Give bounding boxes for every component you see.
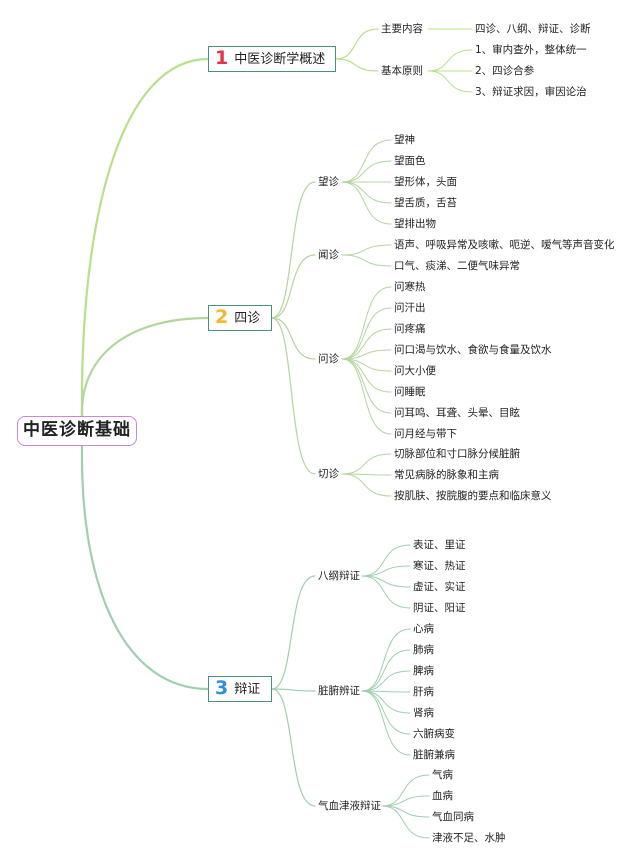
leaf-item[interactable]: 望排出物 [394, 218, 436, 230]
branch-label: 四诊 [234, 311, 261, 326]
connector [381, 805, 430, 818]
topic-qi-blood-fluid[interactable]: 气血津液辩证 [318, 800, 381, 812]
topic-palpation[interactable]: 切诊 [318, 468, 339, 480]
connector [341, 328, 392, 360]
connector [361, 628, 411, 692]
leaf-item[interactable]: 问月经与带下 [394, 428, 457, 440]
leaf-item[interactable]: 问疼痛 [394, 323, 426, 335]
leaf-item[interactable]: 切脉部位和寸口脉分候脏腑 [394, 448, 520, 460]
leaf-item[interactable]: 心病 [413, 623, 434, 635]
connector [361, 670, 411, 692]
connector [271, 688, 316, 692]
connector [341, 349, 392, 360]
topic-zang-fu[interactable]: 脏腑辨证 [318, 685, 360, 697]
leaf-item[interactable]: 肝病 [413, 686, 434, 698]
connector [271, 688, 316, 807]
connector [335, 28, 379, 60]
leaf-item[interactable]: 血病 [432, 790, 453, 802]
connector [341, 307, 392, 360]
leaf-item[interactable]: 肾病 [413, 707, 434, 719]
connector [361, 649, 411, 692]
leaf-item[interactable]: 1、审内查外，整体统一 [475, 44, 587, 56]
topic-inquiry[interactable]: 问诊 [318, 353, 339, 365]
leaf-item[interactable]: 问睡眠 [394, 386, 426, 398]
connector [381, 805, 430, 839]
connector [271, 317, 316, 360]
branch-overview[interactable]: 1 中医诊断学概述 [208, 46, 336, 72]
leaf-item[interactable]: 虚证、实证 [413, 581, 466, 593]
leaf-item[interactable]: 脏腑兼病 [413, 749, 455, 761]
connector [341, 453, 392, 475]
topic-main-content[interactable]: 主要内容 [381, 23, 423, 35]
leaf-item[interactable]: 脾病 [413, 665, 434, 677]
connector [341, 358, 392, 435]
leaf-item[interactable]: 表证、里证 [413, 539, 466, 551]
leaf-item[interactable]: 望舌质，舌苔 [394, 197, 457, 209]
topic-listening-smelling[interactable]: 闻诊 [318, 249, 339, 261]
leaf-item[interactable]: 按肌肤、按脘腹的要点和临床意义 [394, 490, 552, 502]
leaf-item[interactable]: 津液不足、水肿 [432, 832, 506, 844]
connector [341, 160, 392, 183]
leaf-item[interactable]: 口气、痰涕、二便气味异常 [394, 260, 520, 272]
topic-eight-principles[interactable]: 八纲辩证 [318, 570, 360, 582]
branch-number: 1 [215, 47, 229, 69]
leaf-item[interactable]: 肺病 [413, 644, 434, 656]
topic-basic-principles[interactable]: 基本原则 [381, 65, 423, 77]
branch-four-diagnoses[interactable]: 2 四诊 [208, 305, 272, 331]
connector [341, 139, 392, 183]
connector [381, 774, 430, 807]
connector [341, 358, 392, 414]
connector [361, 690, 411, 756]
connector [341, 473, 392, 497]
connector [361, 690, 411, 714]
connector [341, 254, 392, 267]
branch-syndrome-differentiation[interactable]: 3 辩证 [208, 676, 272, 702]
connector [341, 181, 392, 225]
connector [271, 254, 316, 319]
leaf-item[interactable]: 气病 [432, 769, 453, 781]
leaf-item[interactable]: 六腑病变 [413, 728, 455, 740]
leaf-item[interactable]: 望形体，头面 [394, 176, 457, 188]
connector [427, 49, 473, 72]
connector [361, 565, 411, 577]
connector [335, 58, 379, 72]
leaf-item[interactable]: 2、四诊合参 [475, 65, 535, 77]
leaf-item[interactable]: 问寒热 [394, 281, 426, 293]
connector-root-branch2 [80, 316, 209, 417]
leaf-item[interactable]: 寒证、热证 [413, 560, 466, 572]
leaf-item[interactable]: 语声、呼吸异常及咳嗽、呃逆、嗳气等声音变化 [394, 239, 615, 251]
leaf-item[interactable]: 问口渴与饮水、食欲与食量及饮水 [394, 344, 552, 356]
connector [341, 181, 392, 204]
root-node[interactable]: 中医诊断基础 [17, 416, 137, 446]
leaf-item[interactable]: 望面色 [394, 155, 426, 167]
connector [341, 244, 392, 256]
connector [361, 544, 411, 577]
connector [271, 317, 316, 475]
leaf-item[interactable]: 问汗出 [394, 302, 426, 314]
leaf-item[interactable]: 问耳鸣、耳聋、头晕、目眩 [394, 407, 520, 419]
leaf-item[interactable]: 常见病脉的脉象和主病 [394, 469, 499, 481]
connector [381, 795, 430, 807]
branch-label: 中医诊断学概述 [234, 52, 326, 67]
connector [361, 575, 411, 609]
branch-number: 2 [215, 306, 229, 328]
connector [341, 358, 392, 393]
leaf-item[interactable]: 四诊、八纲、辩证、诊断 [475, 23, 591, 35]
leaf-item[interactable]: 望神 [394, 134, 415, 146]
branch-number: 3 [215, 677, 229, 699]
connector [271, 575, 316, 690]
connector [427, 70, 473, 93]
leaf-item[interactable]: 问大小便 [394, 365, 436, 377]
connector [341, 286, 392, 360]
leaf-item[interactable]: 阴证、阳证 [413, 602, 466, 614]
connector-root-branch1 [80, 57, 209, 417]
connector [361, 575, 411, 588]
connector [271, 181, 316, 319]
branch-label: 辩证 [234, 682, 261, 697]
leaf-item[interactable]: 3、辩证求因，审因论治 [475, 86, 587, 98]
topic-inspection[interactable]: 望诊 [318, 176, 339, 188]
connector-root-branch3 [80, 445, 209, 691]
leaf-item[interactable]: 气血同病 [432, 811, 474, 823]
